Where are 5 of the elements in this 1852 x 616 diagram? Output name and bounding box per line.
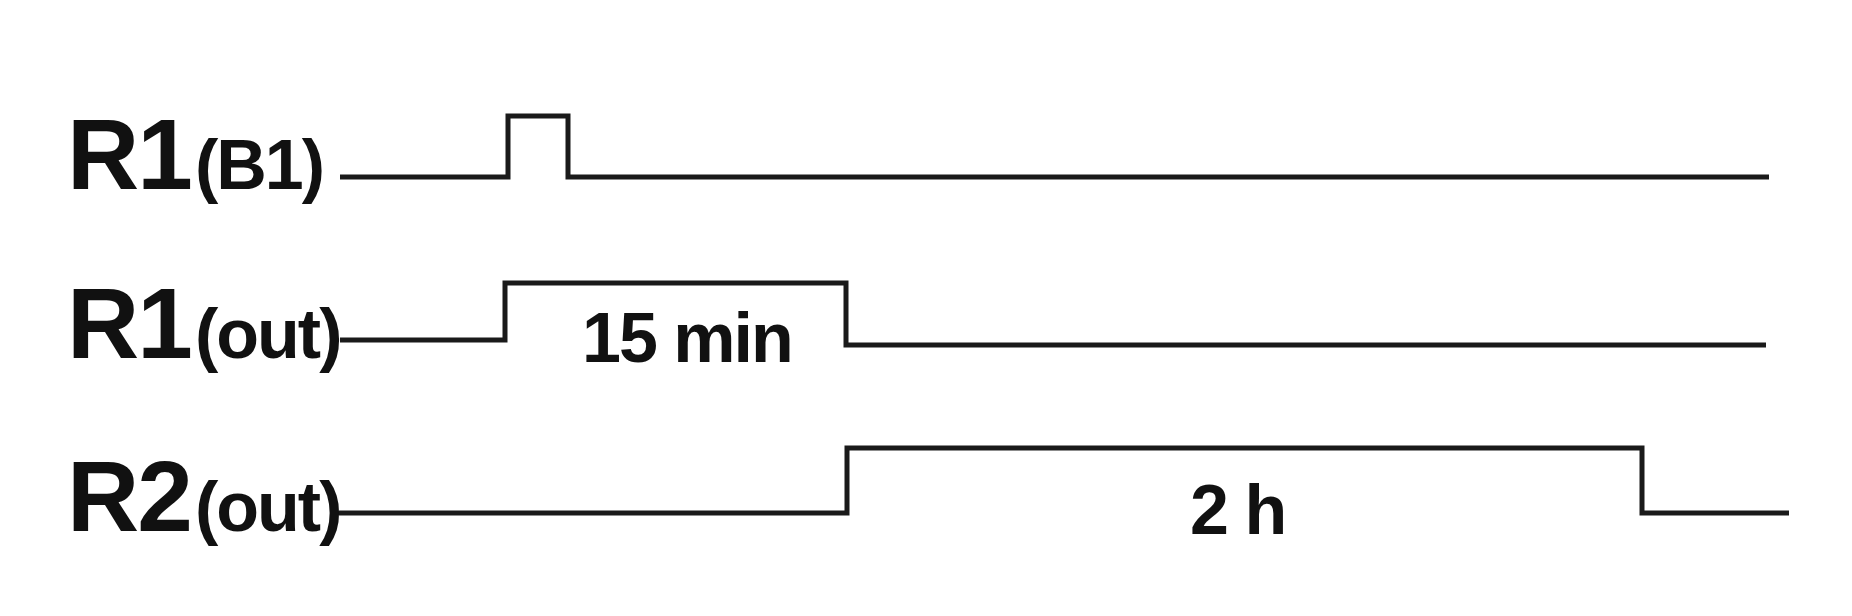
signal-name: R2 bbox=[67, 446, 191, 546]
signal-name: R1 bbox=[67, 104, 191, 204]
duration-label: 2 h bbox=[1190, 475, 1286, 545]
duration-label: 15 min bbox=[582, 303, 792, 373]
signal-name: R1 bbox=[67, 273, 191, 373]
